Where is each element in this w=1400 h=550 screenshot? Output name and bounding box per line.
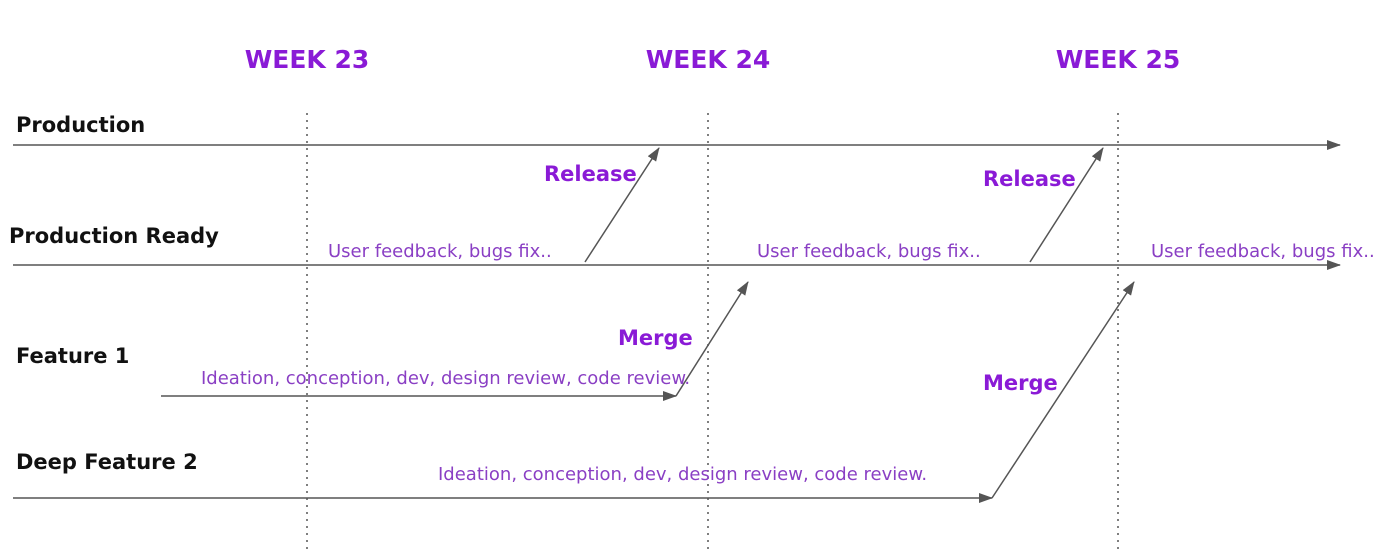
- release-2-arrow: [1029, 147, 1104, 263]
- lane-label-production-ready: Production Ready: [9, 224, 219, 248]
- feedback-note-week-23: User feedback, bugs fix..: [328, 241, 552, 262]
- feature-1-work-note: Ideation, conception, dev, design review…: [201, 368, 690, 389]
- lane-label-production: Production: [16, 113, 145, 137]
- release-1-arrow: [584, 147, 660, 263]
- feedback-note-week-25: User feedback, bugs fix..: [1151, 241, 1375, 262]
- feedback-note-week-24: User feedback, bugs fix..: [757, 241, 981, 262]
- lane-label-feature-1: Feature 1: [16, 344, 129, 368]
- release-1-label: Release: [544, 162, 637, 186]
- lane-label-deep-feature-2: Deep Feature 2: [16, 450, 198, 474]
- merge-2-label: Merge: [983, 371, 1058, 395]
- week-25-header: WEEK 25: [1056, 45, 1181, 74]
- feature-2-work-note: Ideation, conception, dev, design review…: [438, 464, 927, 485]
- week-23-header: WEEK 23: [245, 45, 370, 74]
- release-2-label: Release: [983, 167, 1076, 191]
- merge-1-label: Merge: [618, 326, 693, 350]
- merge-1-arrow: [675, 281, 749, 397]
- merge-2-arrow: [991, 281, 1135, 499]
- week-24-header: WEEK 24: [646, 45, 771, 74]
